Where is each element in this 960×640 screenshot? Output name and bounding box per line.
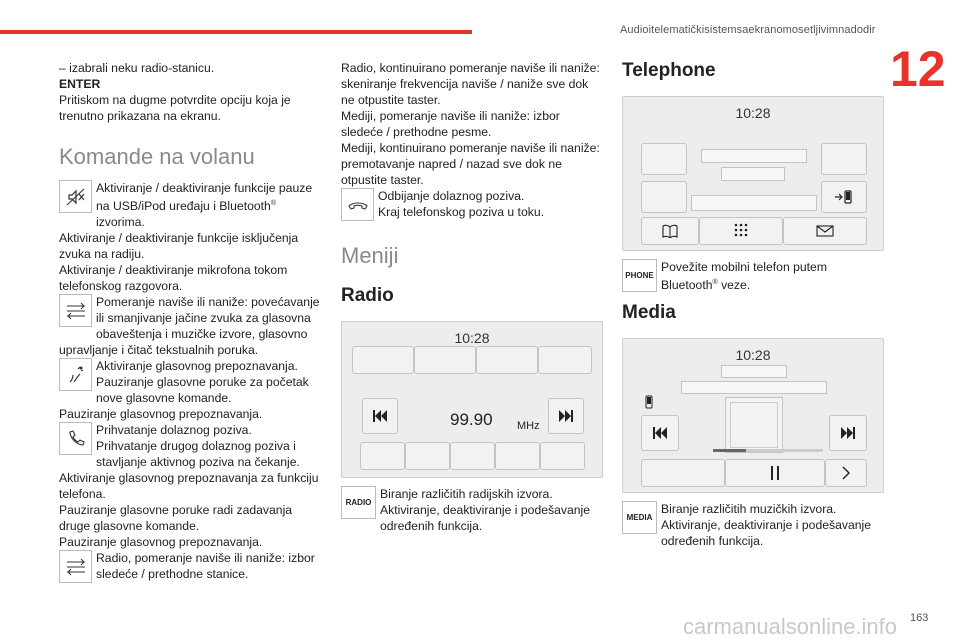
voice-icon — [59, 358, 92, 392]
item-phone: Prihvatanje dolaznog poziva. Prihvatanje… — [59, 422, 319, 550]
next-station-button[interactable] — [548, 398, 584, 434]
phone-icon — [59, 422, 92, 456]
media-button-icon: MEDIA — [622, 501, 657, 534]
tel-field-3 — [691, 195, 817, 211]
album-art-inner — [730, 402, 778, 448]
page-number: 163 — [910, 612, 929, 624]
media-field-2 — [681, 381, 827, 394]
radio-bottom-2[interactable] — [405, 442, 450, 470]
radio-screen: 10:28 99.90 MHz — [341, 321, 603, 478]
volume-wheel-icon — [59, 294, 92, 328]
column-1: – izabrali neku radio-stanicu. ENTER Pri… — [59, 60, 321, 585]
header-accent-bar — [0, 30, 472, 34]
item-phone-button: PHONE Povežite mobilni telefon putem Blu… — [622, 259, 887, 294]
radio-preset-4[interactable] — [538, 346, 592, 374]
progress-fill — [713, 449, 746, 452]
radio-preset-3[interactable] — [476, 346, 538, 374]
item-mute: Aktiviranje / deaktiviranje funkcije pau… — [59, 180, 313, 294]
progress-track[interactable] — [713, 449, 823, 452]
radio-preset-1[interactable] — [352, 346, 414, 374]
phone-button-icon: PHONE — [622, 259, 657, 292]
radio-button-icon: RADIO — [341, 486, 376, 519]
media-field-1 — [721, 365, 787, 378]
column-3: Telephone 10:28 PHONE Povežite mobilni t… — [622, 60, 887, 549]
watermark: carmanualsonline.info — [683, 614, 898, 639]
previous-station-button[interactable] — [362, 398, 398, 434]
radio-bottom-3[interactable] — [450, 442, 495, 470]
telephone-clock: 10:28 — [735, 105, 771, 121]
mute-icon — [59, 180, 92, 213]
item-hangup: Odbijanje dolaznog poziva. Kraj telefons… — [341, 188, 605, 223]
radio-preset-2[interactable] — [414, 346, 476, 374]
pause-button[interactable] — [725, 459, 825, 487]
item-media: MEDIA Biranje različitih muzičkih izvora… — [622, 501, 887, 549]
frequency-value: 99.90 — [450, 410, 493, 429]
scroll-wheel-icon — [59, 550, 92, 584]
intro-line: – izabrali neku radio-stanicu. — [59, 61, 215, 75]
telephone-heading: Telephone — [622, 60, 716, 81]
item-scroll: Radio, pomeranje naviše ili naniže: izbo… — [59, 550, 321, 585]
tel-field-2 — [721, 167, 785, 181]
tel-btn-left-1[interactable] — [641, 143, 687, 175]
tel-field-1 — [701, 149, 807, 163]
media-clock: 10:28 — [735, 347, 771, 363]
frequency-unit: MHz — [517, 420, 540, 432]
keypad-button[interactable] — [699, 217, 783, 245]
item-voice: Aktiviranje glasovnog prepoznavanja. Pau… — [59, 358, 309, 422]
enter-label: ENTER — [59, 77, 101, 91]
item-radio: RADIO Biranje različitih radijskih izvor… — [341, 486, 605, 534]
tel-btn-right-1[interactable] — [821, 143, 867, 175]
radio-clock: 10:28 — [454, 330, 490, 346]
column-2: Radio, kontinuirano pomeranje naviše ili… — [341, 60, 605, 534]
source-device-icon — [645, 395, 653, 413]
phone-connect-button[interactable] — [821, 181, 867, 213]
section-heading-menus: Meniji — [341, 243, 399, 268]
telephone-screen: 10:28 — [622, 96, 884, 251]
media-screen: 10:28 — [622, 338, 884, 493]
previous-track-button[interactable] — [641, 415, 679, 451]
tel-btn-left-2[interactable] — [641, 181, 687, 213]
chapter-number: 12 — [890, 41, 946, 97]
section-heading-steering: Komande na volanu — [59, 144, 255, 169]
item-volume: Pomeranje naviše ili naniže: povećavanje… — [59, 294, 320, 358]
radio-bottom-4[interactable] — [495, 442, 540, 470]
radio-bottom-1[interactable] — [360, 442, 405, 470]
header-title: Audioitelematičkisistemsaekranomosetljiv… — [620, 24, 876, 36]
messages-button[interactable] — [783, 217, 867, 245]
contacts-button[interactable] — [641, 217, 699, 245]
scroll-text: Radio, kontinuirano pomeranje naviše ili… — [341, 61, 600, 187]
hang-up-icon — [341, 188, 374, 221]
chevron-right-icon[interactable] — [825, 459, 867, 487]
album-art — [725, 397, 783, 453]
media-heading: Media — [622, 302, 676, 323]
media-btn-1[interactable] — [641, 459, 725, 487]
intro-text: Pritiskom na dugme potvrdite opciju koja… — [59, 93, 291, 123]
radio-heading: Radio — [341, 285, 394, 306]
radio-bottom-5[interactable] — [540, 442, 585, 470]
next-track-button[interactable] — [829, 415, 867, 451]
